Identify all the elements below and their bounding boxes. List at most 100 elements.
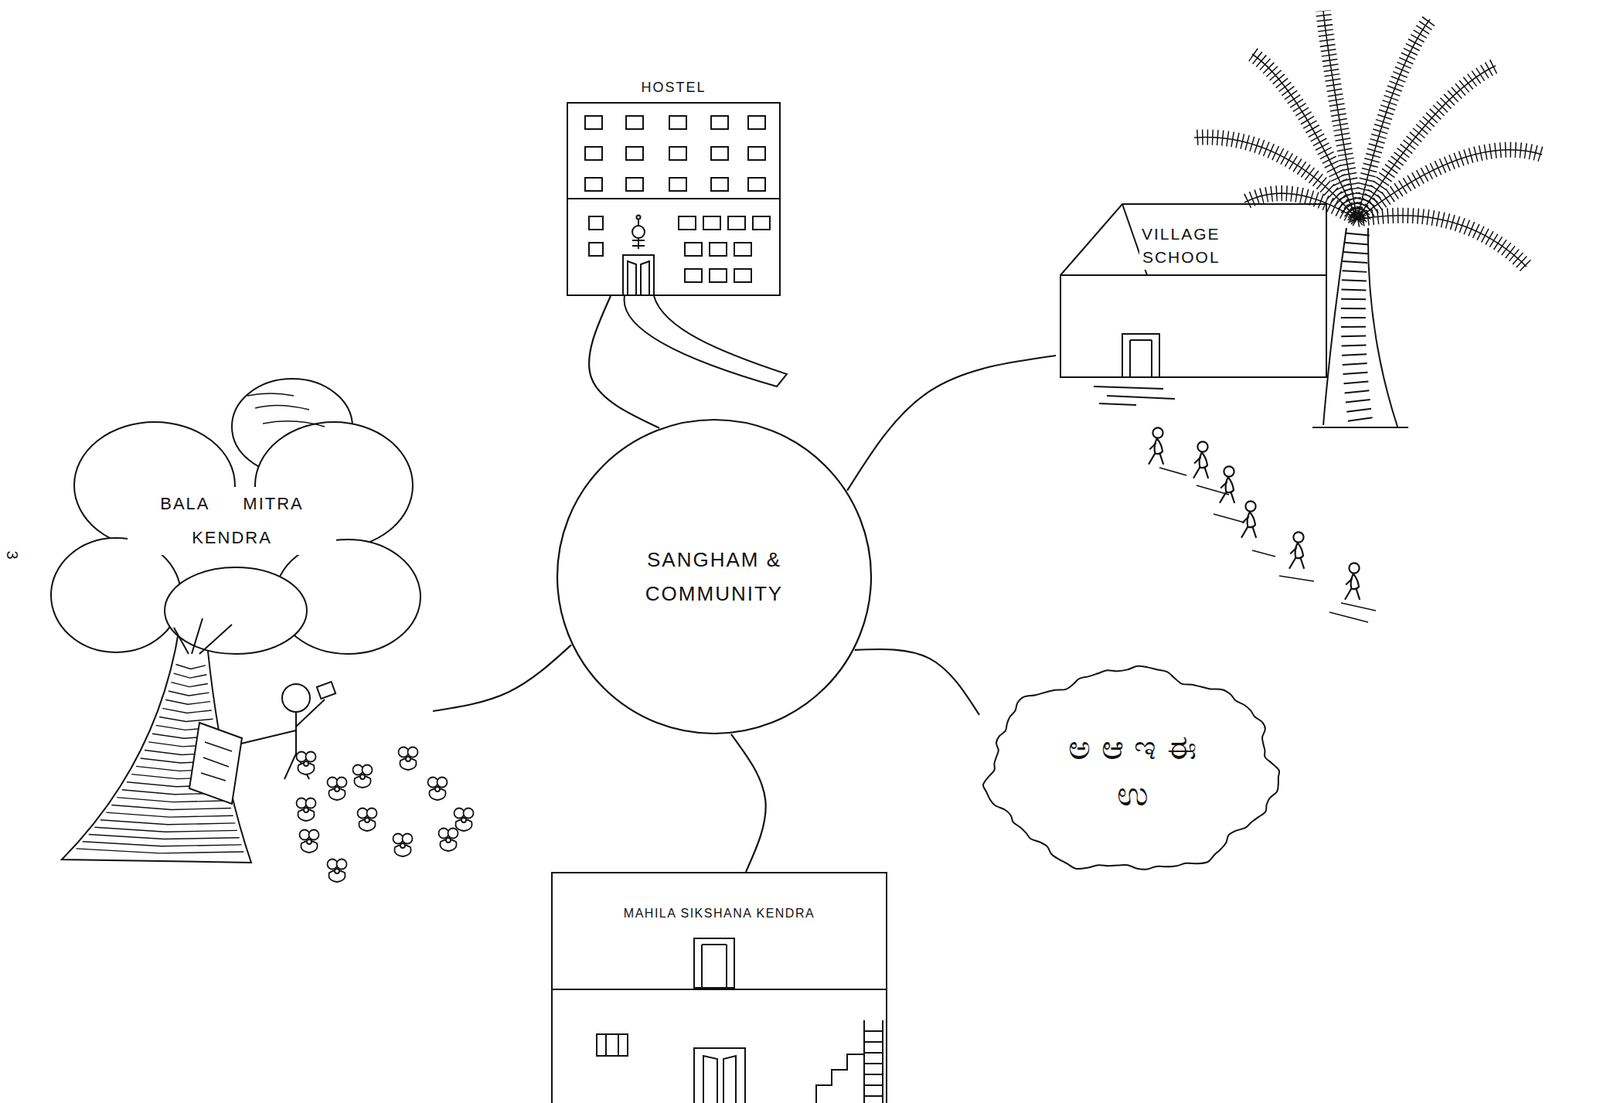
seated-children (296, 752, 317, 776)
kendra-building: MAHILA SIKSHANA KENDRA (551, 871, 888, 1103)
hostel-windows (734, 242, 752, 256)
hostel-walkway (624, 296, 787, 387)
village-school-house (1060, 204, 1327, 406)
village-school-house (1060, 204, 1327, 378)
hostel-windows (669, 177, 687, 191)
hostel-windows (588, 216, 603, 230)
teacher-figure (189, 681, 336, 804)
palm-tree (1244, 193, 1358, 220)
hostel-windows (748, 115, 766, 130)
seated-children (428, 777, 448, 801)
children-walking (1344, 562, 1360, 600)
circle-title: SANGHAM & COMMUNITY (645, 542, 783, 611)
tree-illustration (247, 393, 325, 427)
tree-title: BALA MITRA KENDRA (127, 486, 337, 555)
children-walking (1219, 466, 1235, 503)
village-school-house (1093, 386, 1175, 406)
hostel-windows (703, 216, 721, 230)
building-title: HOSTEL (568, 80, 780, 95)
building-title: MAHILA SIKSHANA KENDRA (552, 873, 886, 921)
kendra-building-details (551, 988, 888, 991)
seated-children (353, 765, 373, 789)
palm-tree (1194, 136, 1358, 220)
palm-tree (1194, 10, 1543, 428)
building-title: VILLAGE SCHOOL (1139, 222, 1223, 270)
tree-illustration (164, 567, 307, 654)
blob-outline (983, 666, 1280, 870)
seated-children (357, 808, 378, 832)
kendra-building-details (864, 1020, 883, 1103)
children-walking (1148, 427, 1376, 623)
trunk-hatching (75, 664, 244, 854)
teacher-figure (241, 699, 325, 780)
hostel-windows (711, 177, 729, 191)
page-number: 3 (4, 550, 21, 559)
kendra-building-details (694, 1048, 746, 1103)
palm-tree (1357, 149, 1543, 220)
hostel-windows (711, 146, 729, 160)
village-school-house (1130, 340, 1152, 378)
seated-children (296, 798, 317, 822)
village-school-house (1122, 333, 1160, 378)
hostel-door (632, 225, 645, 239)
connector-arc (854, 649, 980, 715)
palm-tree (1323, 10, 1358, 220)
tree-illustration (173, 618, 232, 654)
palm-tree (1357, 65, 1496, 220)
hostel-windows (684, 268, 702, 283)
palm-tree (1357, 149, 1543, 220)
seated-children (439, 828, 459, 852)
hostel-walkway (624, 296, 787, 387)
tree-illustration (51, 378, 421, 863)
teacher-figure (200, 742, 232, 781)
hostel-door (622, 255, 654, 297)
hostel-windows (684, 242, 702, 256)
hostel-windows (626, 115, 644, 130)
hostel-windows (752, 216, 770, 230)
seated-children (327, 859, 348, 883)
kendra-building-details (596, 1034, 628, 1056)
palm-tree (1357, 215, 1527, 267)
kendra-building-details (605, 1034, 619, 1056)
hostel-windows (585, 115, 603, 130)
hostel-windows (566, 115, 781, 283)
hostel-windows (709, 242, 727, 256)
connector-arc (847, 355, 1056, 491)
kendra-building-details (703, 1055, 736, 1103)
kendra-building-details (701, 944, 727, 988)
hostel-windows (585, 146, 603, 160)
hostel-windows (709, 268, 727, 283)
hostel-windows (669, 146, 687, 160)
hostel-door (632, 218, 645, 249)
center-circle: SANGHAM & COMMUNITY (555, 418, 873, 736)
seated-children (296, 747, 474, 883)
palm-tree (1357, 215, 1527, 267)
palm-tree (1353, 233, 1361, 422)
village-school-house (1060, 204, 1327, 276)
hostel-windows (728, 216, 746, 230)
seated-children (327, 777, 348, 801)
hostel-door (622, 215, 654, 297)
hostel-windows (669, 115, 687, 130)
circle-outline (555, 418, 873, 736)
hostel-windows (588, 242, 603, 256)
trunk-hatching (75, 664, 244, 854)
tree-illustration (51, 537, 181, 653)
kendra-building-details (551, 938, 888, 1103)
palm-tree (1357, 19, 1430, 220)
teacher-figure (189, 722, 242, 804)
seated-children (393, 834, 413, 858)
hostel-windows (626, 146, 644, 160)
kendra-building-details (864, 1031, 883, 1097)
connector-arc (432, 644, 572, 712)
hostel-windows (585, 177, 603, 191)
tree-crown: BALA MITRA KENDRA (30, 371, 433, 889)
children-walking (1159, 467, 1376, 623)
palm-tree (1194, 136, 1358, 220)
seated-children (454, 808, 474, 832)
children-walking (1193, 441, 1209, 478)
hostel-door (627, 261, 650, 297)
